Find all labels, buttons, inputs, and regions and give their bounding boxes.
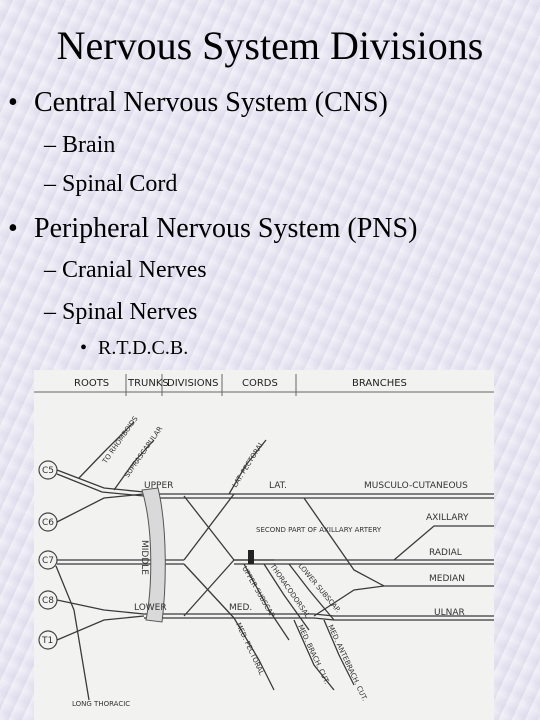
brachial-plexus-diagram: ROOTS TRUNKS DIVISIONS CORDS BRANCHES C5… xyxy=(34,370,494,720)
nerve-path xyxy=(323,619,355,686)
nerve-path xyxy=(113,439,155,491)
nerve-path xyxy=(56,469,145,493)
nerve-path xyxy=(303,497,494,587)
nerve-path xyxy=(243,563,290,641)
nerve-path xyxy=(313,585,385,617)
rtdcb-text: R.T.D.C.B. xyxy=(98,337,189,359)
label-med-antebrach-cut: MED. ANTEBRACH. CUT. xyxy=(326,623,368,702)
nerve-path xyxy=(56,599,145,615)
brachial-plexus-svg: ROOTS TRUNKS DIVISIONS CORDS BRANCHES C5… xyxy=(34,374,494,708)
header-divisions: DIVISIONS xyxy=(167,378,218,389)
sub-bullet-spinal-cord: – Spinal Cord xyxy=(44,171,178,197)
label-long-thoracic: LONG THORACIC xyxy=(72,700,130,708)
bullet-dot: • xyxy=(8,213,18,244)
bullet-cns: • Central Nervous System (CNS) xyxy=(8,86,388,120)
bullet-pns-text: Peripheral Nervous System (PNS) xyxy=(34,213,418,244)
nerve-path xyxy=(183,563,235,619)
header-cords: CORDS xyxy=(242,378,278,389)
label-axillary-artery: SECOND PART OF AXILLARY ARTERY xyxy=(256,526,382,534)
label-lat-pectoral: LAT. PECTORAL xyxy=(231,440,266,489)
root-t1-label: T1 xyxy=(41,636,53,646)
header-roots: ROOTS xyxy=(74,378,109,389)
nerve-path xyxy=(393,525,494,561)
nerve-path xyxy=(228,439,267,495)
branch-ulnar-label: ULNAR xyxy=(434,608,465,618)
axillary-artery-mark xyxy=(248,550,254,564)
nerve-path xyxy=(78,421,135,479)
nerve-path xyxy=(183,493,235,561)
branch-radial-label: RADIAL xyxy=(429,548,462,558)
nerve-path xyxy=(56,473,145,497)
slide-title: Nervous System Divisions xyxy=(56,23,484,68)
root-c8-label: C8 xyxy=(42,596,54,606)
nerve-path xyxy=(144,613,494,617)
header-branches: BRANCHES xyxy=(352,378,407,389)
nerve-path xyxy=(183,559,235,617)
nerve-path xyxy=(293,619,335,691)
branch-median-label: MEDIAN xyxy=(429,574,465,584)
sub-bullet-spinal-nerves: – Spinal Nerves xyxy=(44,299,198,325)
nerve-path xyxy=(288,563,335,621)
root-c7-label: C7 xyxy=(42,556,54,566)
branch-musculocutaneous-label: MUSCULO-CUTANEOUS xyxy=(364,481,468,491)
nerve-path xyxy=(263,563,310,631)
nerve-path xyxy=(233,617,275,691)
trunk-upper-label: UPPER xyxy=(144,481,173,491)
label-med-pectoral: MED. PECTORAL xyxy=(234,621,265,676)
header-trunks: TRUNKS xyxy=(127,378,169,389)
nerve-path xyxy=(56,615,145,641)
root-c5-label: C5 xyxy=(42,466,54,476)
bullet-dot: • xyxy=(8,87,18,118)
trunk-shaded-band xyxy=(141,487,166,623)
trunk-lower-label: LOWER xyxy=(134,603,167,613)
nerve-path xyxy=(144,617,494,621)
root-c6-label: C6 xyxy=(42,518,54,528)
sub-sub-bullet-rtdcb: • R.T.D.C.B. xyxy=(80,336,189,360)
nerve-path xyxy=(55,565,90,701)
sub-bullet-brain: – Brain xyxy=(44,132,116,158)
branch-axillary-label: AXILLARY xyxy=(426,513,469,523)
bullet-pns: • Peripheral Nervous System (PNS) xyxy=(8,212,418,246)
nerve-path xyxy=(56,493,145,523)
label-med-brach-cut: MED. BRACH. CUT. xyxy=(296,623,331,685)
cord-med-label: MED. xyxy=(229,603,252,613)
trunk-middle-label: MIDDLE xyxy=(139,540,149,575)
bullet-dot: • xyxy=(80,337,88,359)
bullet-cns-text: Central Nervous System (CNS) xyxy=(34,87,388,118)
sub-bullet-cranial-nerves: – Cranial Nerves xyxy=(44,257,207,283)
cord-lat-label: LAT. xyxy=(269,481,287,491)
